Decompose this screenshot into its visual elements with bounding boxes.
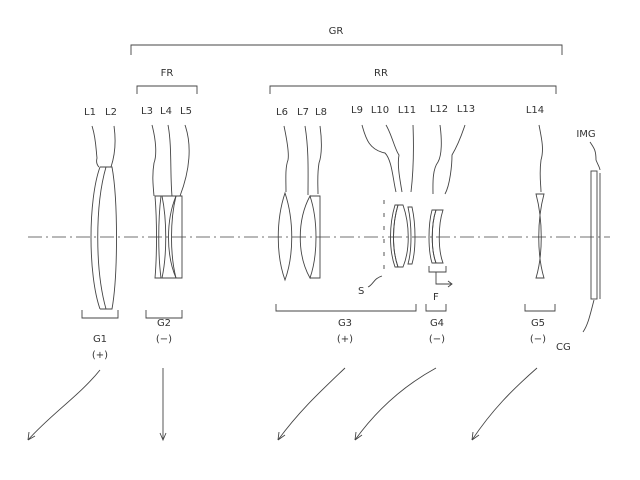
lens-label: L4 (160, 106, 172, 117)
lens-label: L6 (276, 107, 288, 118)
cg-label: CG (556, 342, 571, 353)
lens-label: L10 (371, 105, 389, 116)
lens-label: L9 (351, 105, 363, 116)
group-power: (−) (530, 334, 546, 345)
group-power: (+) (337, 334, 353, 345)
lens-elements (90, 166, 601, 310)
lens-label: L7 (297, 107, 309, 118)
group-label: G1 (93, 334, 107, 345)
group-power: (+) (92, 350, 108, 361)
fr-bracket (136, 85, 198, 94)
stop-label: S (358, 286, 364, 297)
group-label: G5 (531, 318, 545, 329)
lens-labels: L1 L2 L3 L4 L5 L6 L7 L8 L9 L10 L11 L12 L… (84, 104, 596, 140)
lens-l14 (535, 193, 545, 279)
rr-bracket (269, 85, 557, 94)
lens-label: L5 (180, 106, 192, 117)
lens-l6 (277, 191, 293, 282)
lens-l3 (154, 195, 162, 279)
focus-bracket (428, 266, 447, 273)
fr-label: FR (161, 68, 174, 79)
lens-label: L2 (105, 107, 117, 118)
lens-l10 (393, 204, 409, 268)
cover-glass (590, 170, 598, 300)
lens-label: L11 (398, 105, 416, 116)
lens-label: L14 (526, 105, 544, 116)
groups: G1 (+) G2 (−) G3 (+) G4 (−) G5 (−) (81, 304, 556, 361)
g1-move-arrow (27, 369, 101, 441)
g3-move-arrow (277, 367, 346, 441)
group-label: G4 (430, 318, 444, 329)
lens-label: L3 (141, 106, 153, 117)
gr-label: GR (329, 26, 344, 37)
group-power: (−) (156, 334, 172, 345)
focus-arrow (435, 272, 453, 288)
movement-arrows (27, 367, 538, 442)
rr-label: RR (374, 68, 388, 79)
group-power: (−) (429, 334, 445, 345)
lens-l9 (390, 204, 399, 268)
focus-label: F (433, 292, 439, 303)
gr-bracket (130, 44, 563, 55)
lens-l1 (90, 166, 101, 310)
lens-label: L12 (430, 104, 448, 115)
lens-l5 (171, 195, 183, 279)
leader-lines (91, 124, 601, 197)
group-label: G2 (157, 318, 171, 329)
lens-label: L8 (315, 107, 327, 118)
lens-l8 (310, 195, 321, 279)
img-label: IMG (576, 129, 595, 140)
lens-label: L1 (84, 107, 96, 118)
group-label: G3 (338, 318, 352, 329)
lens-label: L13 (457, 104, 475, 115)
lens-l13 (431, 209, 444, 264)
g4-move-arrow (354, 367, 437, 441)
g5-move-arrow (471, 367, 538, 441)
lens-l11 (407, 206, 416, 265)
